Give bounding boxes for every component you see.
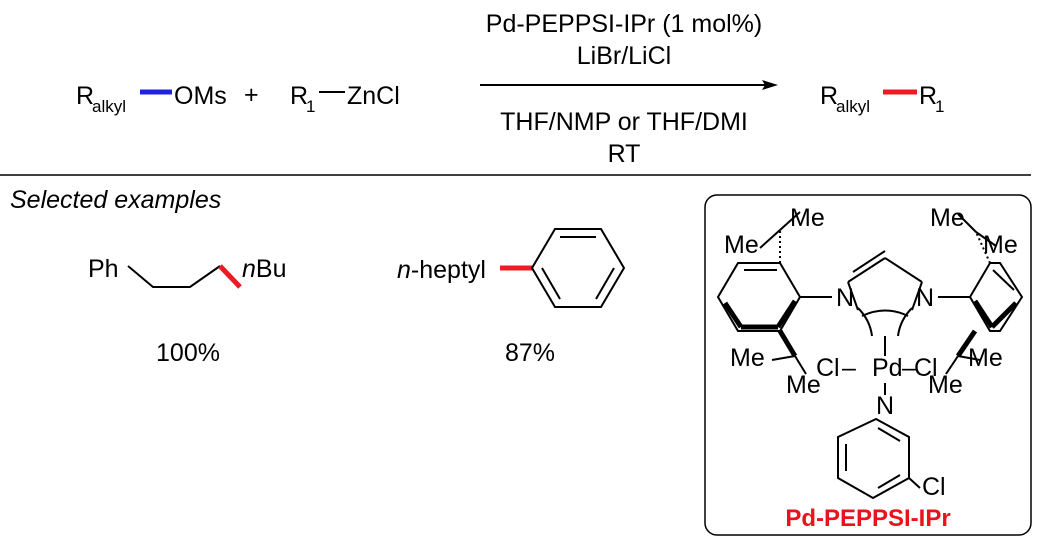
reactant2-group: ZnCl	[347, 82, 400, 110]
plus-sign: +	[244, 81, 259, 109]
nhc-nitrogen-left: N	[836, 284, 854, 312]
product: R alkyl R 1	[820, 82, 944, 116]
example-2: n-heptyl 87%	[397, 228, 626, 367]
nhc-nitrogen-right: N	[916, 284, 934, 312]
left-aryl-ring: Me Me Me Me	[716, 204, 832, 399]
condition-temperature: RT	[608, 140, 641, 168]
aryl-double-bond	[992, 269, 1015, 291]
c-n-bond	[911, 281, 923, 311]
example1-chain	[127, 265, 221, 288]
reactant-organozinc: R 1 ZnCl	[290, 82, 400, 116]
wedge-bond	[972, 299, 995, 329]
wedge-bond	[775, 299, 798, 329]
reactant1-group: OMs	[174, 82, 227, 110]
palladium-atom: Pd	[872, 354, 903, 382]
c-c-double-bond	[852, 250, 886, 273]
example2-double-bond	[541, 267, 561, 300]
example2-yield: 87%	[505, 339, 555, 367]
example1-n-prefix: n	[242, 255, 256, 283]
n-c-carbene-bond	[897, 307, 913, 337]
delocalized-arc	[861, 309, 909, 317]
c-c-double-bond	[884, 257, 923, 283]
c-c-bond	[847, 257, 886, 283]
palladium-center: Cl – Pd – Cl	[816, 354, 938, 395]
product-subscript: alkyl	[836, 97, 870, 116]
me-label: Me	[730, 344, 765, 372]
c-cl-bond	[908, 477, 921, 489]
me-label: Me	[968, 344, 1003, 372]
me-label: Me	[724, 231, 759, 259]
cl-pd-bond-left: –	[842, 354, 856, 382]
pyridine-chlorine: Cl	[922, 473, 946, 501]
ipr-methyl-bond	[957, 213, 977, 233]
example2-benzene-ring	[530, 228, 626, 308]
reactant1-subscript: alkyl	[92, 97, 126, 116]
pyridine-ring	[837, 417, 910, 500]
examples-heading: Selected examples	[10, 186, 221, 214]
ipr-methyl-bond	[771, 355, 796, 361]
ipr-wedge-bond	[955, 329, 978, 358]
nhc-ring: N N	[836, 250, 934, 356]
wedge-bond	[722, 301, 744, 329]
pyridine-nitrogen: N	[876, 392, 894, 420]
pyridine-double-bond	[877, 427, 901, 442]
ipr-methyl-bond	[794, 355, 807, 375]
ipr-wedge-bond	[777, 329, 798, 358]
reactant2-r: R	[290, 82, 308, 110]
condition-additive: LiBr/LiCl	[577, 42, 671, 70]
ipr-methyl-bond	[779, 211, 801, 231]
example2-n-prefix: n	[397, 256, 411, 284]
ipr-methyl-bond	[975, 231, 997, 247]
reactant2-subscript: 1	[306, 97, 315, 116]
catalyst-frame	[704, 194, 1032, 536]
example2-heptyl: n-heptyl	[397, 256, 486, 284]
example1-bu: Bu	[256, 255, 287, 283]
catalyst-panel: N N Me Me Me Me	[704, 194, 1032, 536]
product-r1-subscript: 1	[935, 97, 944, 116]
arrow-head	[762, 80, 778, 90]
reactant1-r: R	[76, 82, 94, 110]
ipr-methyl-bond	[759, 229, 781, 249]
reactant-alkyl-mesylate: R alkyl OMs	[76, 82, 227, 116]
product-r1: R	[919, 82, 937, 110]
pd-cl-bond-right: –	[902, 354, 916, 382]
chloropyridine-ligand: N Cl	[837, 392, 946, 501]
example1-yield: 100%	[156, 339, 220, 367]
example1-ph: Ph	[88, 255, 119, 283]
example2-double-bond	[595, 267, 615, 300]
n-c-carbene-bond	[857, 307, 873, 337]
condition-solvent: THF/NMP or THF/DMI	[500, 108, 748, 136]
catalyst-name: Pd-PEPPSI-IPr	[785, 505, 950, 532]
product-r: R	[820, 82, 838, 110]
chloride-right: Cl	[914, 354, 938, 382]
ipr-methyl-bond	[945, 355, 959, 375]
example2-heptyl-label: -heptyl	[411, 256, 486, 284]
me-label: Me	[786, 371, 821, 399]
wedge-bond	[990, 301, 1018, 329]
example1-red-bond	[218, 264, 242, 289]
reaction-arrow	[480, 80, 778, 90]
chloride-left: Cl	[816, 354, 840, 382]
ipr-hashed-bond	[975, 231, 991, 264]
example1-nbu: nBu	[242, 255, 287, 283]
aryl-ring	[716, 262, 802, 332]
me-label: Me	[983, 231, 1018, 259]
me-label: Me	[928, 371, 963, 399]
ipr-methyl-bond	[957, 355, 981, 361]
n-c-bond	[847, 281, 859, 311]
example-1: Ph nBu 100%	[88, 255, 287, 367]
right-aryl-ring: Me Me Me Me	[928, 204, 1024, 399]
condition-catalyst: Pd-PEPPSI-IPr (1 mol%)	[486, 10, 762, 38]
me-label: Me	[790, 204, 825, 232]
me-label: Me	[930, 204, 965, 232]
pyridine-double-bond	[877, 474, 901, 489]
